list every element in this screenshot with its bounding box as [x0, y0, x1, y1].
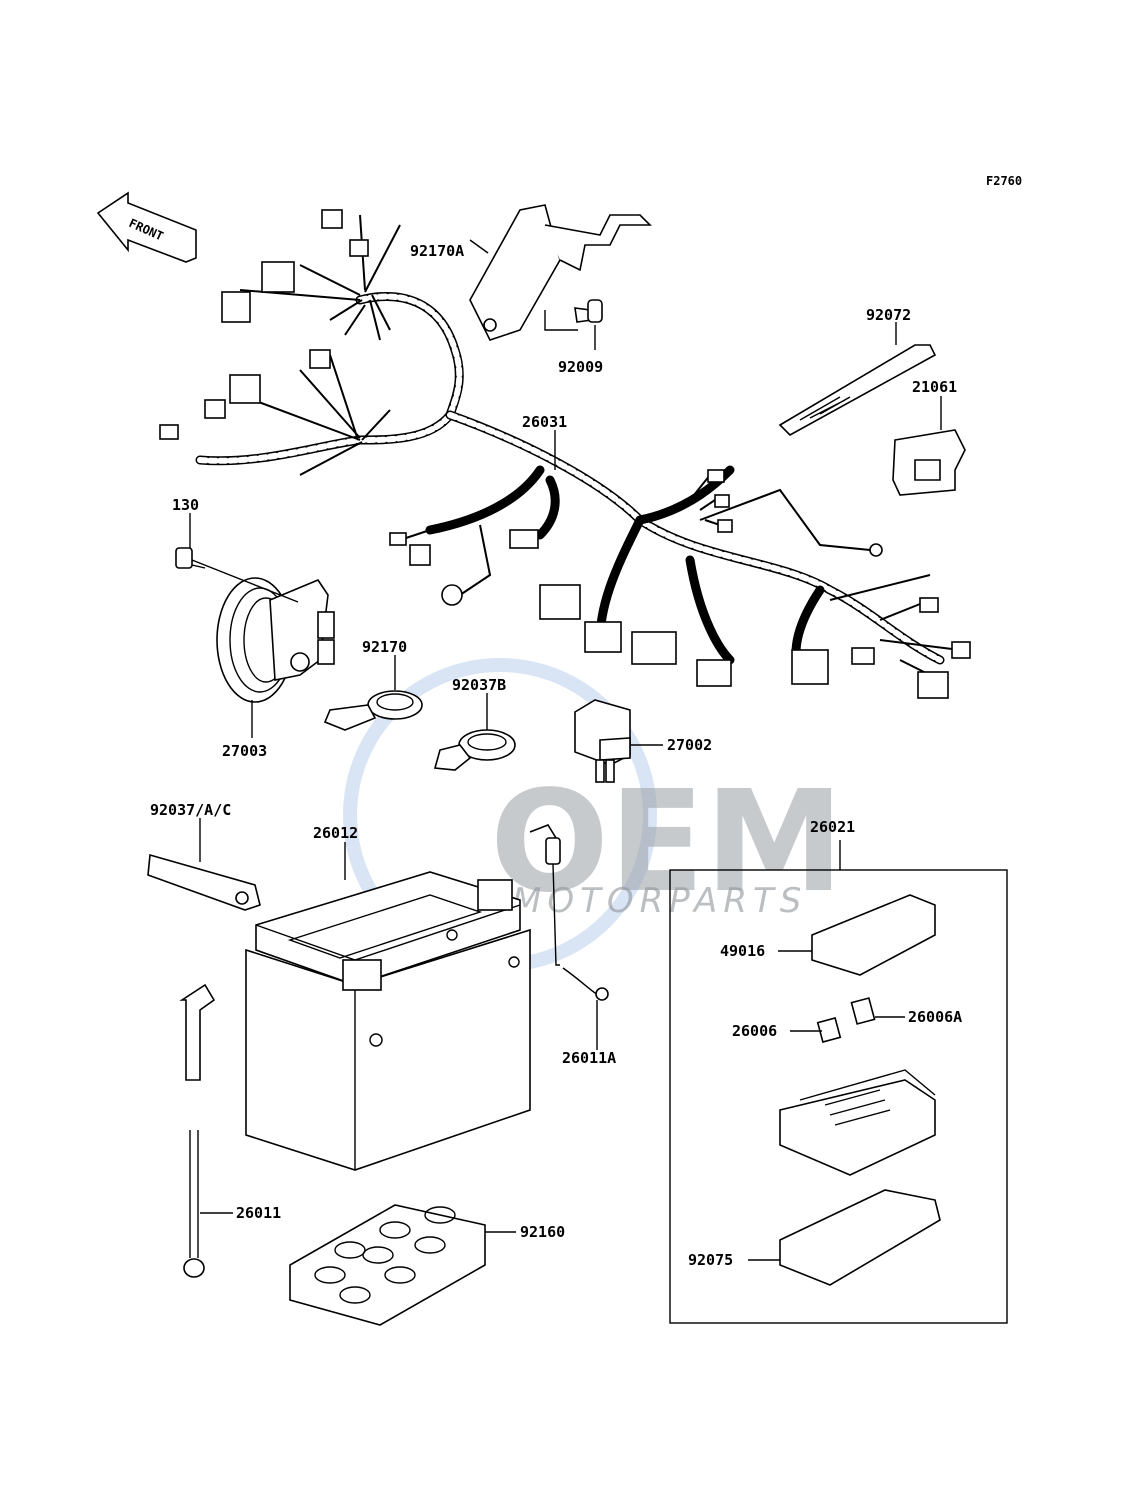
fuse-box-body [779, 1069, 936, 1176]
fuse-box-group-frame [669, 869, 1008, 1324]
callout-26006A: 26006A [908, 1008, 962, 1026]
callout-92170: 92170 [362, 638, 407, 656]
cable-26011 [179, 983, 216, 1278]
harness-connector [221, 291, 251, 323]
fuse-cover-49016 [811, 894, 936, 976]
callout-21061: 21061 [912, 378, 957, 396]
figure-code: F2760 [986, 174, 1022, 188]
callout-92072: 92072 [866, 306, 911, 324]
harness-connector [714, 494, 730, 508]
battery-26012 [245, 871, 531, 1171]
harness-connector [229, 374, 261, 404]
horn-27003 [216, 577, 335, 703]
harness-connector [696, 659, 732, 687]
harness-connector [584, 621, 622, 653]
harness-connector [204, 399, 226, 419]
callout-labels: 92170A 92009 92072 21061 26031 130 92170… [150, 242, 962, 1269]
harness-ring-terminal [869, 543, 883, 557]
harness-connector [309, 349, 331, 369]
fuse-box-bracket-92075 [779, 1189, 941, 1286]
callout-26031: 26031 [522, 413, 567, 431]
harness-connector [349, 239, 369, 257]
callout-26011: 26011 [236, 1204, 281, 1222]
harness-connector [539, 584, 581, 620]
relay-27002 [574, 699, 631, 783]
callout-130: 130 [172, 496, 199, 514]
harness-connector [951, 641, 971, 659]
callout-26021: 26021 [810, 818, 855, 836]
fuse-26006 [816, 1017, 842, 1043]
callout-92037-A-C: 92037/A/C [150, 801, 231, 819]
callout-92009: 92009 [558, 358, 603, 376]
harness-connector [159, 424, 179, 440]
harness-connector [261, 261, 295, 293]
harness-connector [409, 544, 431, 566]
callout-92075: 92075 [688, 1251, 733, 1269]
bolt-92009 [544, 299, 603, 331]
callout-92170A: 92170A [410, 242, 464, 260]
cover-21061 [892, 429, 966, 496]
harness-connector [707, 469, 725, 483]
harness-connector [509, 529, 539, 549]
cable-tie-92072 [778, 344, 937, 436]
callout-26011A: 26011A [562, 1049, 616, 1067]
harness-grommet [441, 584, 463, 606]
harness-connector [389, 532, 407, 546]
front-arrow-icon: FRONT [96, 191, 197, 263]
callout-26006: 26006 [732, 1022, 777, 1040]
callout-26012: 26012 [313, 824, 358, 842]
watermark-sub: MOTORPARTS [512, 881, 807, 921]
callout-92037B: 92037B [452, 676, 506, 694]
pad-92037 [147, 853, 261, 911]
cable-26011A [529, 824, 609, 1001]
callout-49016: 49016 [720, 942, 765, 960]
main-harness-26031 [159, 209, 971, 699]
leader-lines [189, 239, 942, 1261]
harness-connector [791, 649, 829, 685]
bracket-92170A [469, 204, 652, 341]
harness-connector [631, 631, 677, 665]
harness-connector [851, 647, 875, 665]
callout-27002: 27002 [667, 736, 712, 754]
harness-connector [321, 209, 343, 229]
bolt-130 [175, 547, 299, 603]
callout-27003: 27003 [222, 742, 267, 760]
harness-connector [917, 671, 949, 699]
harness-connector [919, 597, 939, 613]
clamp-92037B [433, 729, 516, 771]
clamp-92170 [323, 690, 423, 731]
mat-92160 [289, 1204, 486, 1326]
callout-92160: 92160 [520, 1223, 565, 1241]
fuse-26006A [850, 997, 876, 1025]
harness-connector [717, 519, 733, 533]
